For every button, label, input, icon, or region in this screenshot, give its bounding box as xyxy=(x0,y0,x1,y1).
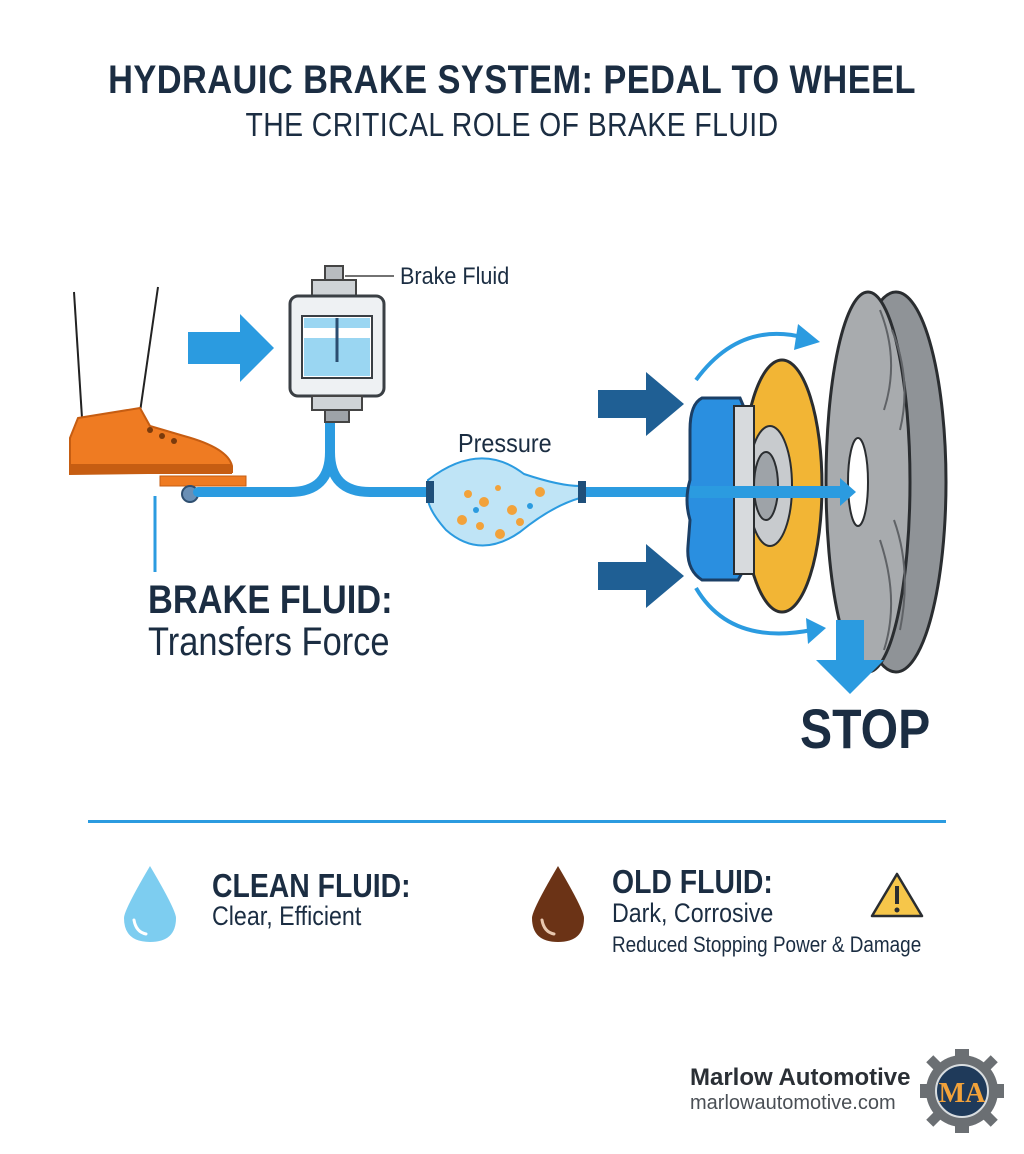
force-arrow-bottom-icon xyxy=(598,544,684,608)
rotation-arrow-bottom-icon xyxy=(694,586,813,636)
old-fluid-drop-icon xyxy=(532,866,584,942)
section-divider xyxy=(88,820,946,823)
wheel-force-arrow-icon xyxy=(690,478,856,506)
main-callout-title: BRAKE FLUID: xyxy=(148,578,393,622)
clean-fluid-description: Clear, Efficient xyxy=(212,901,362,931)
old-fluid-title: OLD FLUID: xyxy=(612,863,773,900)
pressure-label: Pressure xyxy=(458,428,552,458)
page-subtitle: THE CRITICAL ROLE OF BRAKE FLUID xyxy=(245,106,779,143)
brand-name: Marlow Automotive xyxy=(690,1064,911,1091)
shoe-icon xyxy=(69,406,233,476)
brand-logo-icon: MA xyxy=(920,1049,1004,1133)
main-callout-text: Transfers Force xyxy=(148,620,390,664)
stop-arrow-icon xyxy=(816,620,884,694)
reservoir-label: Brake Fluid xyxy=(400,263,510,290)
clean-fluid-drop-icon xyxy=(124,866,176,942)
rotation-arrow-top-icon xyxy=(694,331,807,382)
old-fluid-effect: Reduced Stopping Power & Damage xyxy=(612,932,922,957)
pressure-bulge-icon xyxy=(426,457,586,547)
master-cylinder-icon xyxy=(288,265,394,423)
brand-url[interactable]: marlowautomotive.com xyxy=(690,1092,896,1114)
warning-icon xyxy=(870,872,924,918)
tire-icon xyxy=(824,290,948,674)
old-fluid-description: Dark, Corrosive xyxy=(612,898,774,928)
force-arrow-top-icon xyxy=(598,372,684,436)
page-title: HYDRAUIC BRAKE SYSTEM: PEDAL TO WHEEL xyxy=(108,58,916,102)
leg-icon xyxy=(73,286,159,419)
stop-label: STOP xyxy=(800,697,931,760)
brake-line xyxy=(193,415,695,497)
clean-fluid-title: CLEAN FLUID: xyxy=(212,867,411,904)
push-arrow-icon xyxy=(188,314,274,382)
svg-text:MA: MA xyxy=(939,1078,986,1109)
